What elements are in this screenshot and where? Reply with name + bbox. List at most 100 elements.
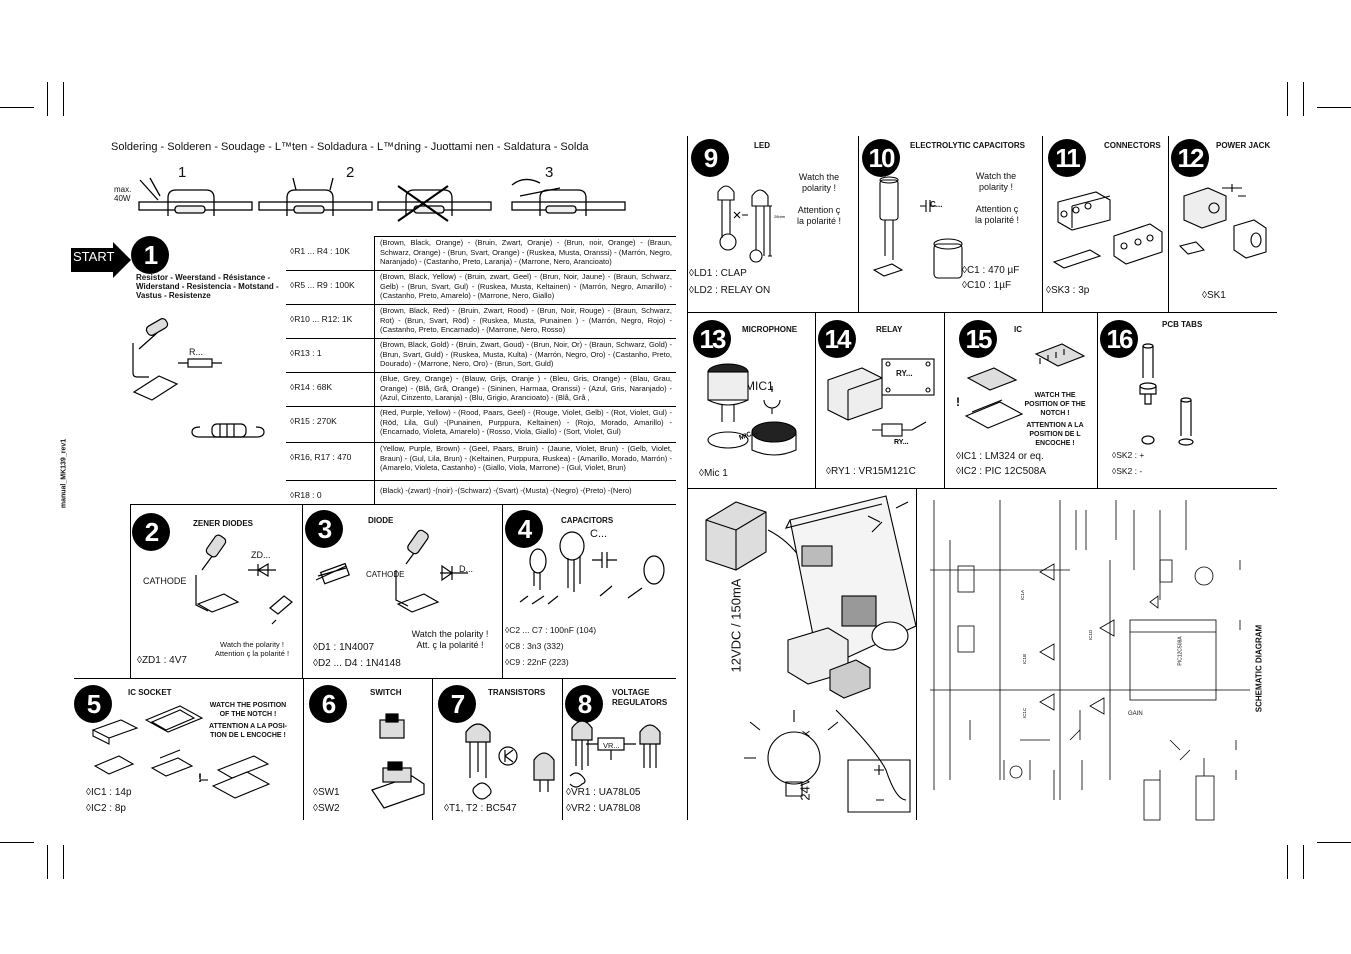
svg-text:28mm: 28mm — [774, 214, 786, 219]
section-9-title: LED — [754, 141, 770, 150]
section-14-title: RELAY — [876, 325, 903, 334]
resistor-value: R14 : 68K — [290, 382, 332, 392]
section-14-badge: 14 — [818, 320, 856, 358]
section-15-title: IC — [1014, 325, 1022, 334]
section-2-title: ZENER DIODES — [193, 519, 254, 528]
section-13-badge: 13 — [693, 320, 731, 358]
resistor-colors: (Brown, Black, Orange) - (Bruin, Zwart, … — [380, 238, 672, 266]
diode-item-1: D1 : 1N4007 — [313, 642, 374, 653]
capacitor-item-1: C2 ... C7 : 100nF (104) — [505, 625, 596, 635]
electrolytic-item-2: C10 : 1µF — [962, 280, 1011, 291]
electrolytic-item-1: C1 : 470 µF — [962, 265, 1019, 276]
section-10-badge: 10 — [862, 139, 900, 177]
socket-note-1: WATCH THE POSITION OF THE NOTCH ! — [209, 702, 287, 718]
diode-part-label: D... — [459, 564, 474, 574]
frame-line — [562, 678, 563, 820]
ic-item-2: IC2 : PIC 12C508A — [956, 466, 1046, 477]
resistor-colors: (Yellow, Purple, Brown) - (Geel, Paars, … — [380, 444, 672, 472]
led-note-2: Attention ç la polarité ! — [796, 205, 842, 226]
crop-mark — [1287, 82, 1288, 116]
step-2: 2 — [346, 164, 355, 181]
resistor-value: R15 : 270K — [290, 416, 337, 426]
capacitor-item-3: C9 : 22nF (223) — [505, 657, 569, 667]
resistor-colors: (Black) -(zwart) -(noir) -(Schwarz) -(Sv… — [380, 486, 632, 495]
svg-text:!: ! — [956, 395, 960, 409]
regulator-item-1: VR1 : UA78L05 — [566, 787, 641, 798]
frame-line — [687, 488, 1267, 489]
frame-line — [502, 504, 503, 678]
regulator-part-label: VR... — [603, 741, 620, 750]
watt-label: 40W — [114, 194, 131, 203]
resistor-value: R1 ... R4 : 10K — [290, 246, 350, 256]
frame-line — [130, 504, 676, 505]
crop-mark — [0, 107, 34, 108]
frame-line — [687, 136, 688, 820]
frame-line — [815, 312, 816, 488]
mic-item: Mic 1 — [699, 468, 728, 479]
resistor-colors: (Brown, Black, Yellow) - (Bruin, zwart, … — [380, 272, 672, 300]
section-10-title: ELECTROLYTIC CAPACITORS — [910, 141, 1025, 150]
zener-note: Watch the polarity ! Attention ç la pola… — [214, 640, 290, 658]
frame-line — [858, 136, 859, 312]
svg-text:RY...: RY... — [894, 439, 909, 446]
crop-mark — [47, 82, 48, 116]
section-7-badge: 7 — [438, 685, 476, 723]
section-7-title: TRANSISTORS — [488, 688, 546, 697]
resistor-row: R14 : 68K (Blue, Grey, Orange) - (Blauw,… — [286, 372, 676, 407]
relay-part-label: RY... — [896, 369, 913, 378]
frame-line — [687, 312, 1277, 313]
crop-mark — [63, 845, 64, 879]
transistor-item: T1, T2 : BC547 — [444, 803, 517, 814]
crop-mark — [1317, 107, 1351, 108]
soldering-title: Soldering - Solderen - Soudage - L™ten -… — [111, 141, 589, 153]
section-4-title: CAPACITORS — [561, 516, 614, 525]
section-12-title: POWER JACK — [1216, 141, 1271, 150]
section-8-badge: 8 — [565, 685, 603, 723]
section-6-badge: 6 — [309, 685, 347, 723]
resistor-value: R16, R17 : 470 — [290, 452, 351, 462]
section-11-title: CONNECTORS — [1104, 141, 1161, 150]
step-1: 1 — [178, 164, 187, 181]
section-16-title: PCB TABS — [1162, 320, 1203, 329]
crop-mark — [47, 845, 48, 879]
section-12-badge: 12 — [1171, 139, 1209, 177]
start-label: START — [73, 249, 115, 264]
section-1-badge: 1 — [131, 236, 169, 274]
relay-item: RY1 : VR15M121C — [826, 466, 916, 477]
switch-item-2: SW2 — [313, 803, 340, 814]
frame-line — [302, 504, 303, 678]
section-3-badge: 3 — [305, 510, 343, 548]
section-4-badge: 4 — [505, 510, 543, 548]
resistor-row: R15 : 270K (Red, Purple, Yellow) - (Rood… — [286, 406, 676, 443]
frame-line — [944, 312, 945, 488]
section-3-title: DIODE — [368, 516, 394, 525]
crop-mark — [1267, 488, 1277, 489]
mic-part-label: MIC1 — [745, 379, 774, 393]
section-2-badge: 2 — [132, 513, 170, 551]
diode-cathode-label: CATHODE — [366, 570, 405, 579]
frame-line — [432, 678, 433, 820]
resistor-colors: (Brown, Black, Gold) - (Bruin, Zwart, Go… — [380, 340, 672, 368]
svg-text:IC1A: IC1A — [1020, 590, 1025, 600]
resistor-colors: (Blue, Grey, Orange) - (Blauw, Grijs, Or… — [380, 374, 672, 402]
crop-mark — [1287, 845, 1288, 879]
zener-part-label: ZD... — [251, 550, 271, 560]
resistor-value: R13 : 1 — [290, 348, 321, 358]
resistor-value: R10 ... R12: 1K — [290, 314, 352, 324]
section-9-badge: 9 — [691, 139, 729, 177]
section-5-title: IC SOCKET — [128, 688, 172, 697]
frame-line — [1168, 136, 1169, 312]
led-item-2: LD2 : RELAY ON — [689, 285, 770, 296]
